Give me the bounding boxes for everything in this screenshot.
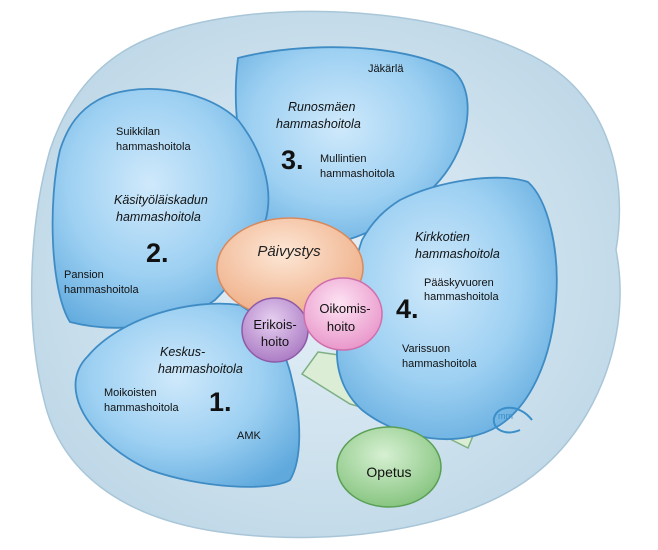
p1-title-l1: Keskus- (160, 345, 205, 359)
opetus-label: Opetus (366, 464, 411, 480)
p2-item2-l1: Pansion (64, 269, 104, 281)
p1-item1-l2: hammashoitola (104, 402, 179, 414)
erikois-label-l2: hoito (261, 334, 289, 349)
p4-number: 4. (396, 294, 419, 324)
p3-item2-l2: hammashoitola (320, 168, 395, 180)
p1-title-l2: hammashoitola (158, 362, 243, 376)
p3-title-l2: hammashoitola (276, 117, 361, 131)
oikomis-label-l2: hoito (327, 319, 355, 334)
mmr-logo-icon: mm (492, 406, 533, 434)
p2-number: 2. (146, 238, 169, 268)
p4-item2-l2: hammashoitola (402, 358, 477, 370)
p1-number: 1. (209, 387, 232, 417)
p2-item1-l1: Suikkilan (116, 126, 160, 138)
p4-title-l1: Kirkkotien (415, 230, 470, 244)
paivystys-label: Päivystys (257, 243, 321, 260)
petal-2 (51, 88, 270, 329)
p2-title-l2: hammashoitola (116, 210, 201, 224)
p2-title-l1: Käsityöläiskadun (114, 193, 208, 207)
p4-item1-l1: Pääskyvuoren (424, 277, 494, 289)
p4-title-l2: hammashoitola (415, 247, 500, 261)
oikomishoito-circle (303, 277, 383, 351)
p3-item1: Jäkärlä (368, 63, 404, 75)
oikomis-label-l1: Oikomis- (319, 301, 370, 316)
p1-item2: AMK (237, 430, 262, 442)
p2-item1-l2: hammashoitola (116, 141, 191, 153)
p3-title-l1: Runosmäen (288, 100, 355, 114)
p4-item2-l1: Varissuon (402, 343, 450, 355)
p2-item2-l2: hammashoitola (64, 284, 139, 296)
p3-item2-l1: Mullintien (320, 153, 366, 165)
p4-item1-l2: hammashoitola (424, 291, 499, 303)
erikois-label-l1: Erikois- (253, 317, 296, 332)
logo-text: mm (498, 411, 513, 421)
petal-1 (74, 302, 301, 488)
p3-number: 3. (281, 145, 304, 175)
opetus-circle (336, 426, 442, 508)
p1-item1-l1: Moikoisten (104, 387, 157, 399)
